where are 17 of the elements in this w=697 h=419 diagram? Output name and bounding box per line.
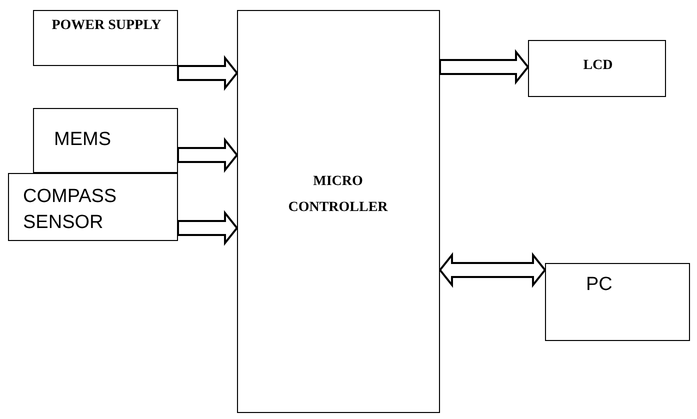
power-supply-box [33, 10, 178, 66]
block-arrow [177, 210, 238, 246]
box-label: LCD [582, 57, 614, 75]
block-arrow [177, 137, 238, 173]
sensor-box [33, 108, 178, 173]
sensor-box [8, 173, 178, 241]
controller-box [237, 10, 440, 413]
box-label: PC [586, 273, 614, 297]
block-arrow [177, 55, 238, 91]
box-label: POWER SUPPLY [50, 17, 162, 35]
block-arrow [439, 49, 530, 85]
box-label: MICRO CONTROLLER [287, 173, 389, 217]
box-label: MEMS [54, 128, 112, 152]
display-box [528, 40, 666, 97]
block-arrow [438, 252, 546, 288]
box-label: COMPASS SENSOR [23, 185, 118, 235]
computer-box [545, 263, 690, 341]
